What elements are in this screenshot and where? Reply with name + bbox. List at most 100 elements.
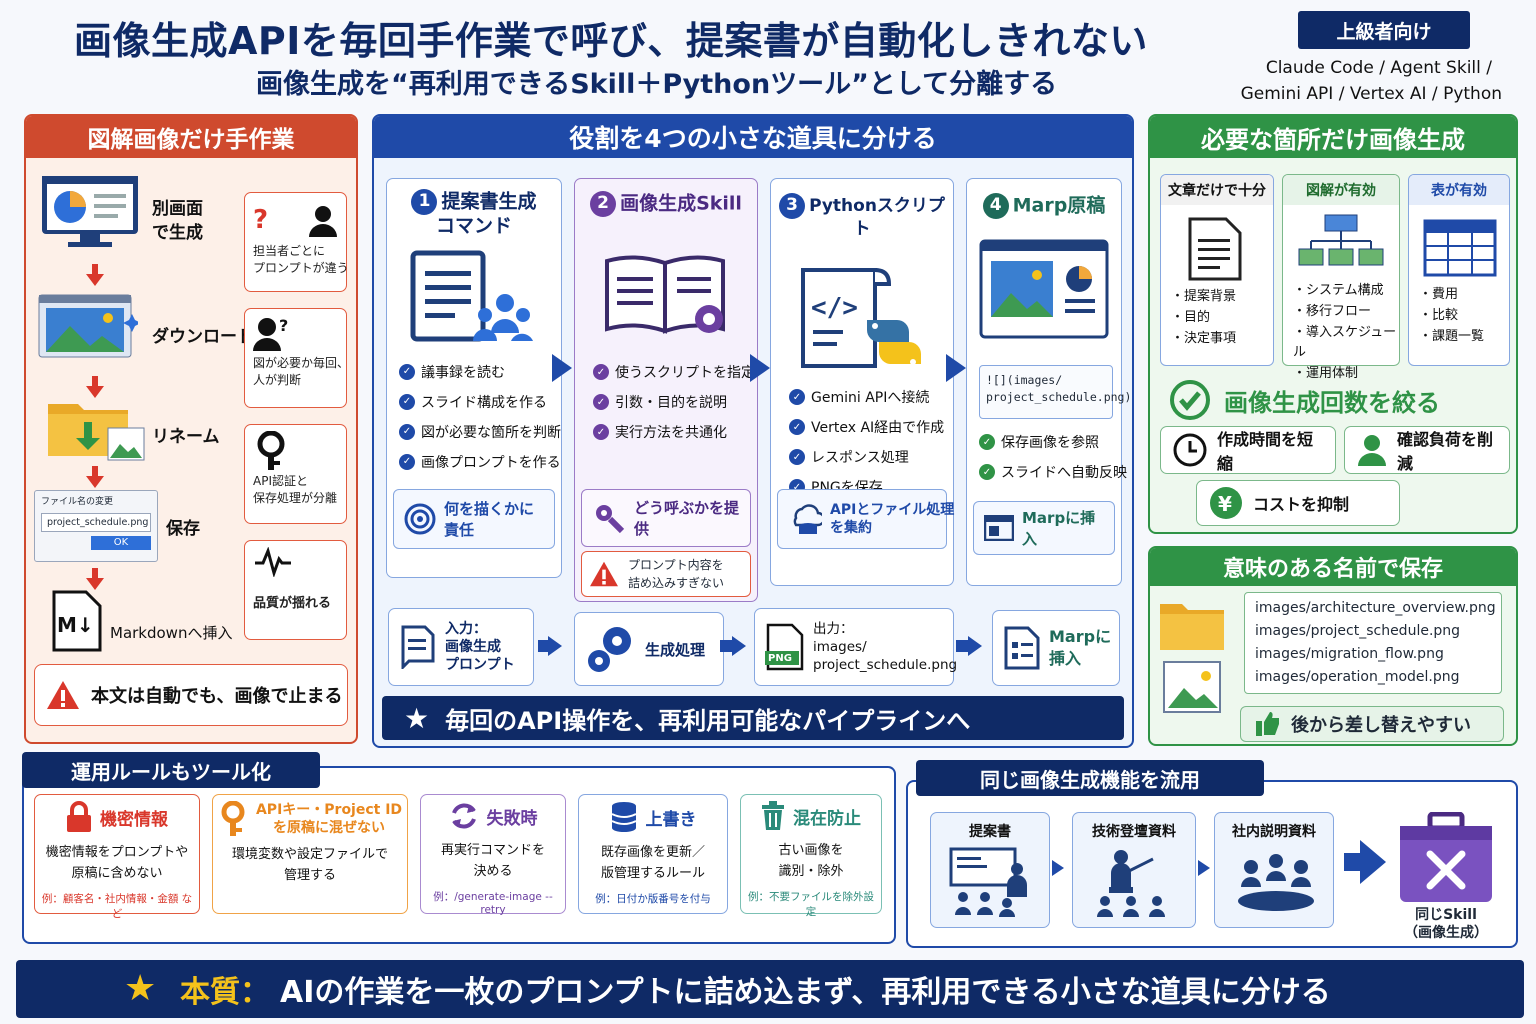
file-name: images/project_schedule.png: [1255, 623, 1461, 640]
column-3-head: 表が有効: [1409, 175, 1509, 205]
tool-4-role: Marpに挿入: [973, 501, 1115, 555]
rule-4-example: 例：日付か版番号を付与: [595, 892, 711, 905]
note-text-3: API認証と 保存処理が分離: [253, 474, 338, 506]
slide-preview-icon: [979, 239, 1121, 339]
manual-panel-title: 図解画像だけ手作業: [26, 116, 356, 158]
tool-4-item: ✓スライドへ自動反映: [979, 457, 1127, 487]
doc-2-label: 技術登壇資料: [1092, 824, 1176, 840]
file-name-list: images/architecture_overview.png images/…: [1244, 592, 1502, 694]
slide-insert-icon: [984, 515, 1014, 541]
thumbs-up-icon: [1255, 711, 1281, 737]
star-icon: ★: [124, 968, 157, 1009]
doc-internal: 社内説明資料: [1214, 812, 1334, 928]
essence-prefix: 本質：: [180, 975, 270, 1010]
reuse-arrow-main: [1344, 840, 1386, 884]
naming-panel-title: 意味のある名前で保存: [1150, 548, 1516, 586]
tool-2-title-text: 画像生成Skill: [620, 192, 742, 215]
document-team-icon: [409, 249, 561, 349]
tool-1-item: ✓スライド構成を作る: [399, 387, 561, 417]
down-arrow-3: [86, 466, 104, 488]
gears-icon: [585, 623, 637, 675]
tool-3-number: 3: [779, 193, 806, 219]
flow-arrow-5: [720, 636, 746, 656]
column-2-item: ・運用体制: [1293, 366, 1359, 382]
ok-button[interactable]: OK: [91, 536, 151, 550]
essence-banner: ★ 本質： AIの作業を一枚のプロンプトに詰め込まず、再利用できる小さな道具に分…: [16, 960, 1524, 1018]
note-quality-varies: 品質が揺れる: [244, 540, 347, 640]
dialog-title: ファイル名の変更: [41, 497, 114, 507]
warning-icon: [45, 679, 81, 711]
reuse-title: 同じ画像生成機能を流用: [916, 760, 1264, 796]
column-1-head: 文章だけで十分: [1161, 175, 1273, 205]
tool-2-role: どう呼ぶかを提供: [581, 489, 751, 547]
file-name: images/migration_flow.png: [1255, 646, 1444, 663]
flow-arrow-3: [946, 354, 966, 382]
column-diagram: 図解が有効 ・システム構成 ・移行フロー ・導入スケジュール ・運用体制: [1282, 174, 1400, 381]
easy-replace-note: 後から差し替えやすい: [1240, 706, 1504, 742]
document-chat-icon: [399, 625, 437, 669]
rule-confidential: 機密情報 機密情報をプロンプトや 原稿に含めない 例：顧客名・社内情報・金額 な…: [34, 794, 200, 920]
rule-failure: 失敗時 再実行コマンドを 決める 例：/generate-image --ret…: [420, 794, 566, 916]
image-file-icon: [1162, 660, 1222, 714]
tools-line-2: Gemini API / Vertex AI / Python: [1240, 84, 1502, 104]
rule-5-body: 古い画像を 識別・除外: [778, 843, 844, 879]
rule-no-mix: 混在防止 古い画像を 識別・除外 例：不要ファイルを除外設定: [740, 794, 882, 918]
star-icon: ★: [404, 701, 430, 735]
benefit-review: 確認負荷を削減: [1344, 426, 1510, 474]
rule-1-body: 機密情報をプロンプトや 原稿に含めない: [45, 845, 189, 881]
thinking-person-icon: ?: [253, 315, 293, 355]
person-icon: [308, 205, 338, 237]
tool-1-item: ✓図が必要な箇所を判断: [399, 417, 561, 447]
flow-arrow-4: [538, 636, 562, 656]
tool-2-item: ✓実行方法を共通化: [593, 417, 757, 447]
column-3-item: ・課題一覧: [1419, 328, 1485, 344]
tool-3-item: ✓Vertex AI経由で作成: [789, 412, 953, 442]
filename-field[interactable]: project_schedule.png: [41, 513, 151, 532]
reuse-arrow-1: [1052, 860, 1064, 876]
tool-3-title-text: Pythonスクリプト: [809, 196, 945, 239]
folder-icon: [1158, 598, 1226, 654]
question-icon: ?: [253, 205, 269, 236]
step-generate-label: 別画面 で生成: [152, 199, 203, 243]
note-human-judge: ? 図が必要か毎回、 人が判断: [244, 308, 349, 408]
lock-icon: [66, 801, 92, 833]
png-file-icon: PNG: [765, 623, 805, 671]
level-badge: 上級者向け: [1298, 11, 1470, 49]
trash-icon: [761, 801, 785, 831]
rule-4-body: 既存画像を更新／ 版管理するルール: [600, 845, 705, 881]
step-markdown-label: Markdownへ挿入: [110, 624, 233, 642]
down-arrow-1: [86, 264, 104, 286]
note-text-1: 担当者ごとに プロンプトが違う: [253, 244, 349, 276]
doc-tech-talk: 技術登壇資料: [1072, 812, 1196, 928]
rule-3-body: 再実行コマンドを 決める: [440, 843, 545, 879]
note-auth-split: API認証と 保存処理が分離: [244, 424, 347, 524]
svg-text:</>: </>: [811, 293, 858, 323]
flow-process: 生成処理: [574, 612, 724, 686]
tool-2-item: ✓引数・目的を説明: [593, 387, 757, 417]
tool-2-warning: プロンプト内容を 詰め込みすぎない: [581, 551, 751, 597]
tool-1-item: ✓議事録を読む: [399, 357, 561, 387]
key-icon: [253, 431, 289, 473]
rule-overwrite: 上書き 既存画像を更新／ 版管理するルール 例：日付か版番号を付与: [578, 794, 728, 914]
rule-3-example: 例：/generate-image --retry: [433, 890, 553, 916]
target-icon: [404, 503, 436, 535]
table-icon: [1423, 219, 1509, 277]
benefit-cost: ¥コストを抑制: [1196, 480, 1400, 526]
file-name: images/architecture_overview.png: [1255, 600, 1496, 616]
markdown-icon: M↓: [52, 590, 102, 652]
tools-line-1: Claude Code / Agent Skill /: [1265, 58, 1492, 78]
note-prompt-varies: ? 担当者ごとに プロンプトが違う: [244, 192, 349, 292]
column-2-item: ・導入スケジュール: [1293, 324, 1397, 361]
column-3-item: ・比較: [1419, 307, 1459, 323]
retry-icon: [449, 801, 479, 831]
list-document-icon: [1003, 626, 1041, 670]
svg-text:?: ?: [279, 316, 288, 335]
marp-code-snippet: ![](images/ project_schedule.png): [979, 365, 1131, 419]
green-check-icon: [1170, 380, 1210, 420]
column-2-head: 図解が有効: [1283, 175, 1399, 205]
